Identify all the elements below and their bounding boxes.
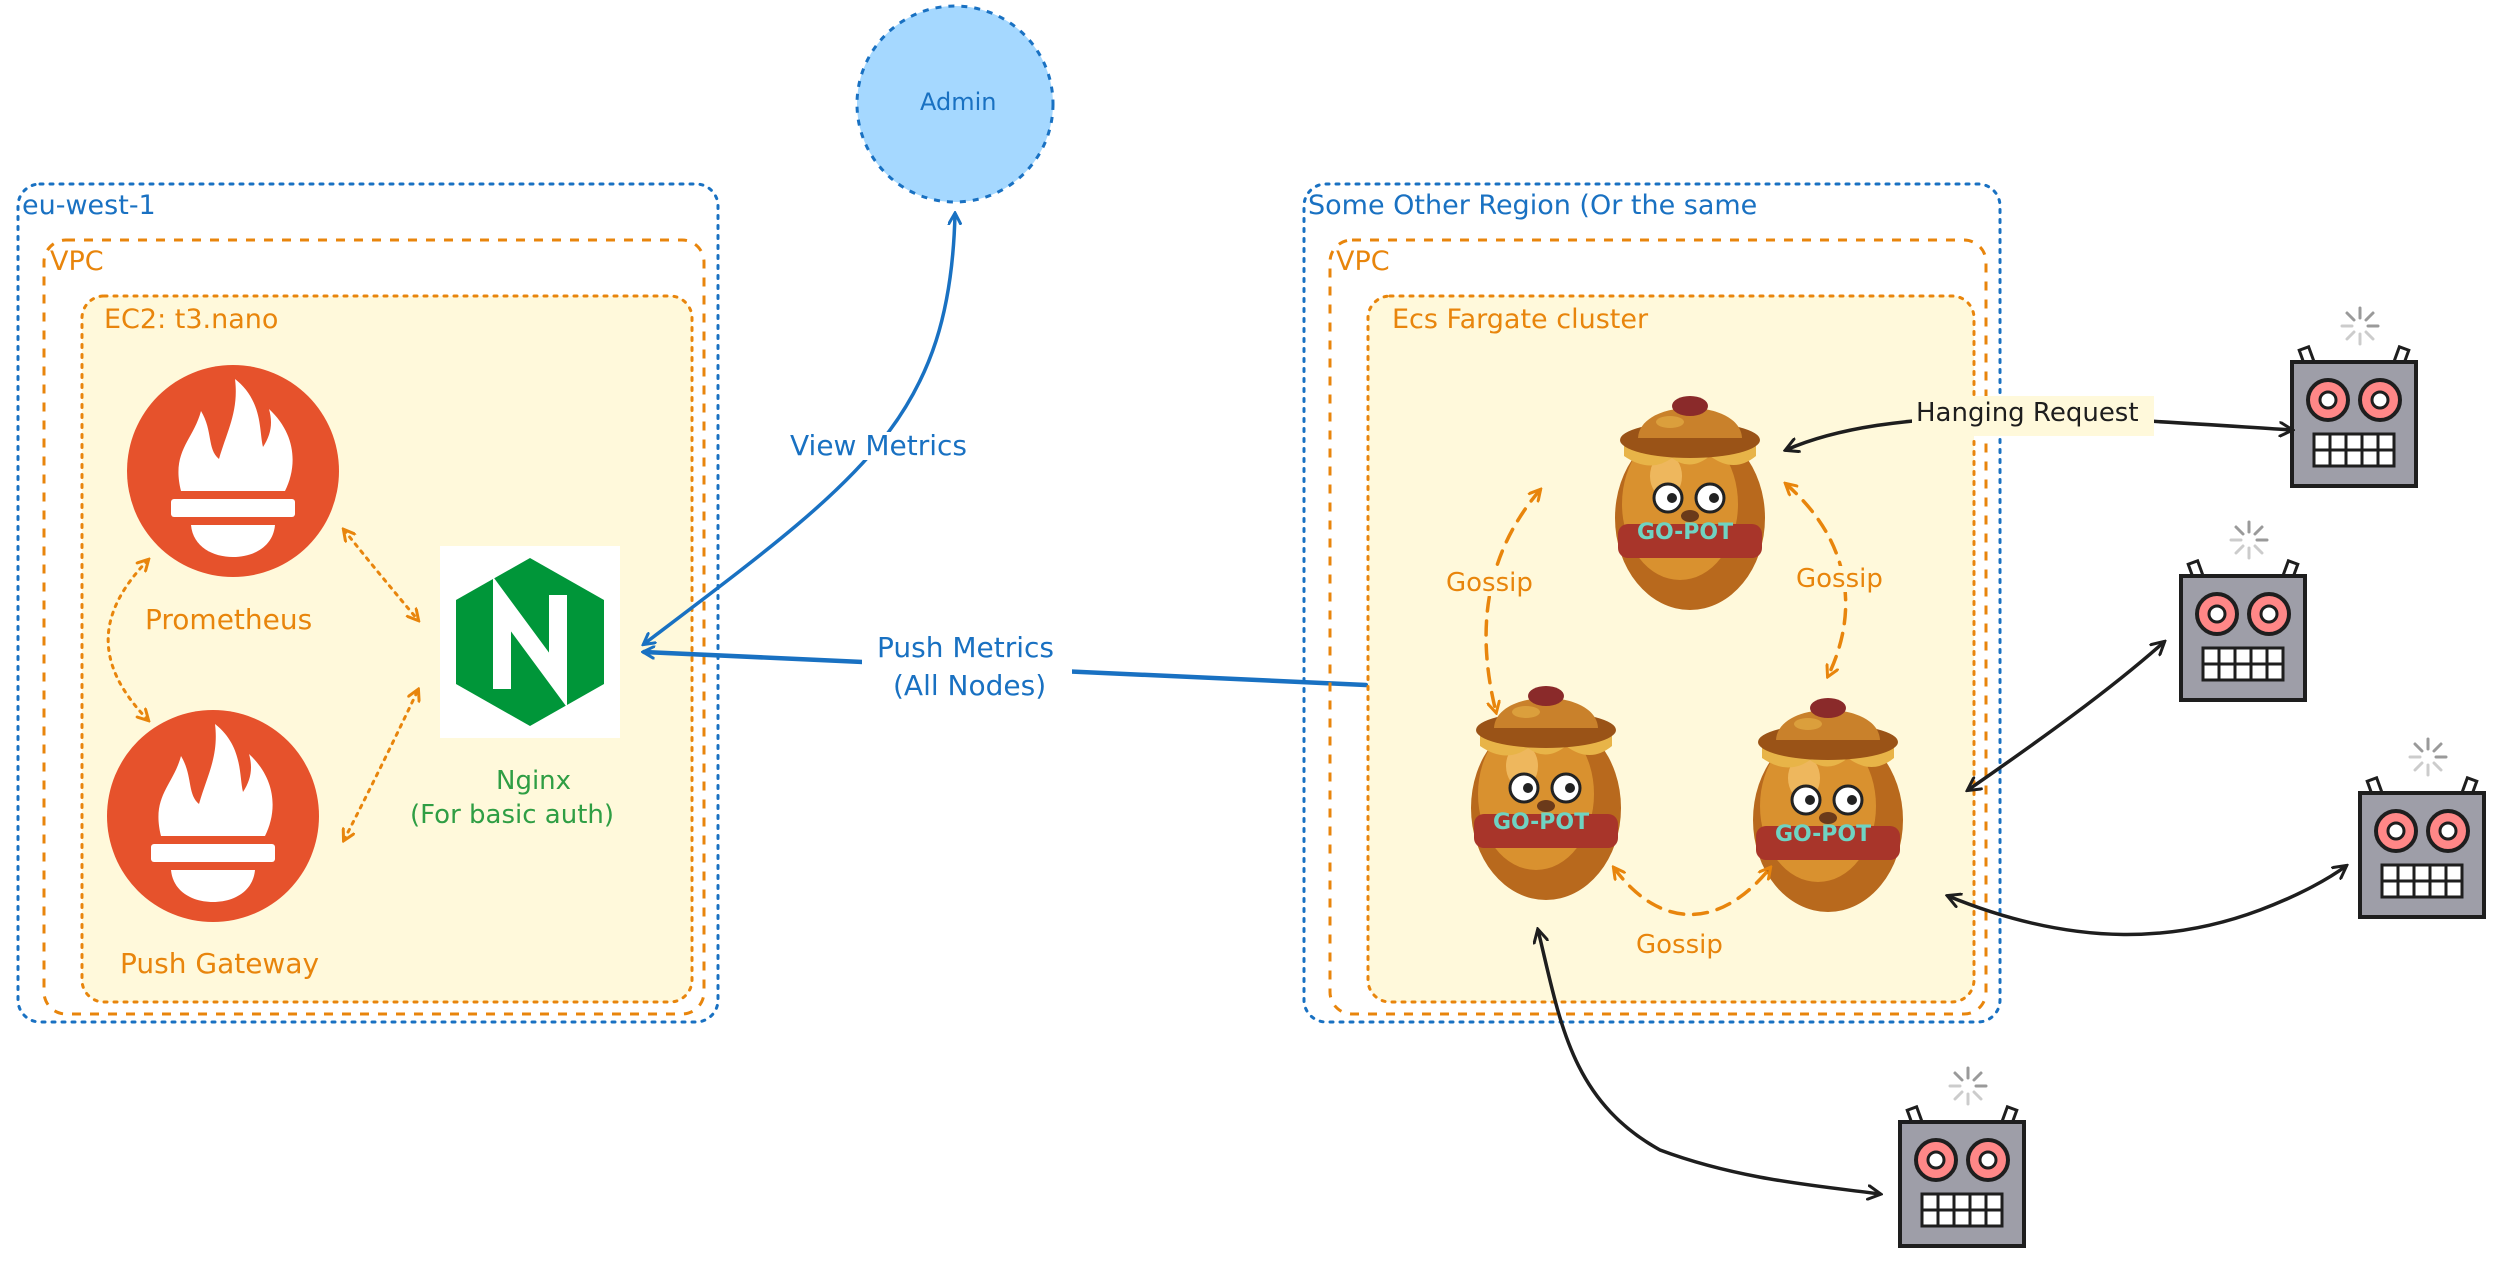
right-region-label: Some Other Region (Or the same <box>1308 190 1758 221</box>
gossip-label-right: Gossip <box>1796 564 1883 594</box>
left-region-label: eu-west-1 <box>22 190 156 221</box>
robot-icon-1 <box>2290 306 2418 488</box>
robot-4-request-arrow <box>1538 930 1880 1194</box>
honeypot-label-left: GO-POT <box>1493 810 1590 835</box>
push-metrics-sublabel: (All Nodes) <box>893 669 1047 702</box>
ec2-label: EC2: t3.nano <box>104 304 279 335</box>
gossip-arrow-bottom <box>1614 868 1770 917</box>
push-gateway-label: Push Gateway <box>120 947 320 980</box>
honeypot-label-top: GO-POT <box>1637 520 1734 545</box>
ecs-cluster-box <box>1366 294 1976 1004</box>
prometheus-nginx-connector <box>344 530 418 620</box>
honeypot-node-left <box>1469 684 1623 902</box>
right-vpc-label: VPC <box>1336 246 1390 277</box>
honeypot-node-right <box>1751 696 1905 914</box>
push-gateway-icon <box>107 710 319 922</box>
prometheus-icon <box>127 365 339 577</box>
honeypot-label-right: GO-POT <box>1775 822 1872 847</box>
gossip-label-bottom: Gossip <box>1636 930 1723 960</box>
nginx-icon <box>440 546 620 738</box>
robot-icon-4 <box>1898 1066 2026 1248</box>
gossip-label-left: Gossip <box>1446 568 1533 598</box>
pushgateway-nginx-connector <box>344 690 418 840</box>
robot-2-request-arrow <box>1968 642 2164 790</box>
prometheus-pushgateway-connector <box>106 560 148 720</box>
prometheus-label: Prometheus <box>145 603 313 636</box>
robot-3-request-arrow <box>1948 866 2346 937</box>
hanging-request-label: Hanging Request <box>1916 398 2139 428</box>
admin-label: Admin <box>920 88 997 116</box>
admin-node[interactable] <box>855 4 1055 204</box>
view-metrics-label: View Metrics <box>790 429 967 462</box>
ecs-cluster-label: Ecs Fargate cluster <box>1392 304 1649 335</box>
nginx-label: Nginx <box>496 766 572 796</box>
gossip-arrow-left <box>1484 490 1540 712</box>
robot-icon-3 <box>2358 737 2486 919</box>
push-metrics-label: Push Metrics <box>877 631 1055 664</box>
left-vpc-label: VPC <box>50 246 104 277</box>
honeypot-node-top <box>1613 394 1767 612</box>
robot-icon-2 <box>2179 520 2307 702</box>
nginx-sublabel: (For basic auth) <box>410 800 615 830</box>
